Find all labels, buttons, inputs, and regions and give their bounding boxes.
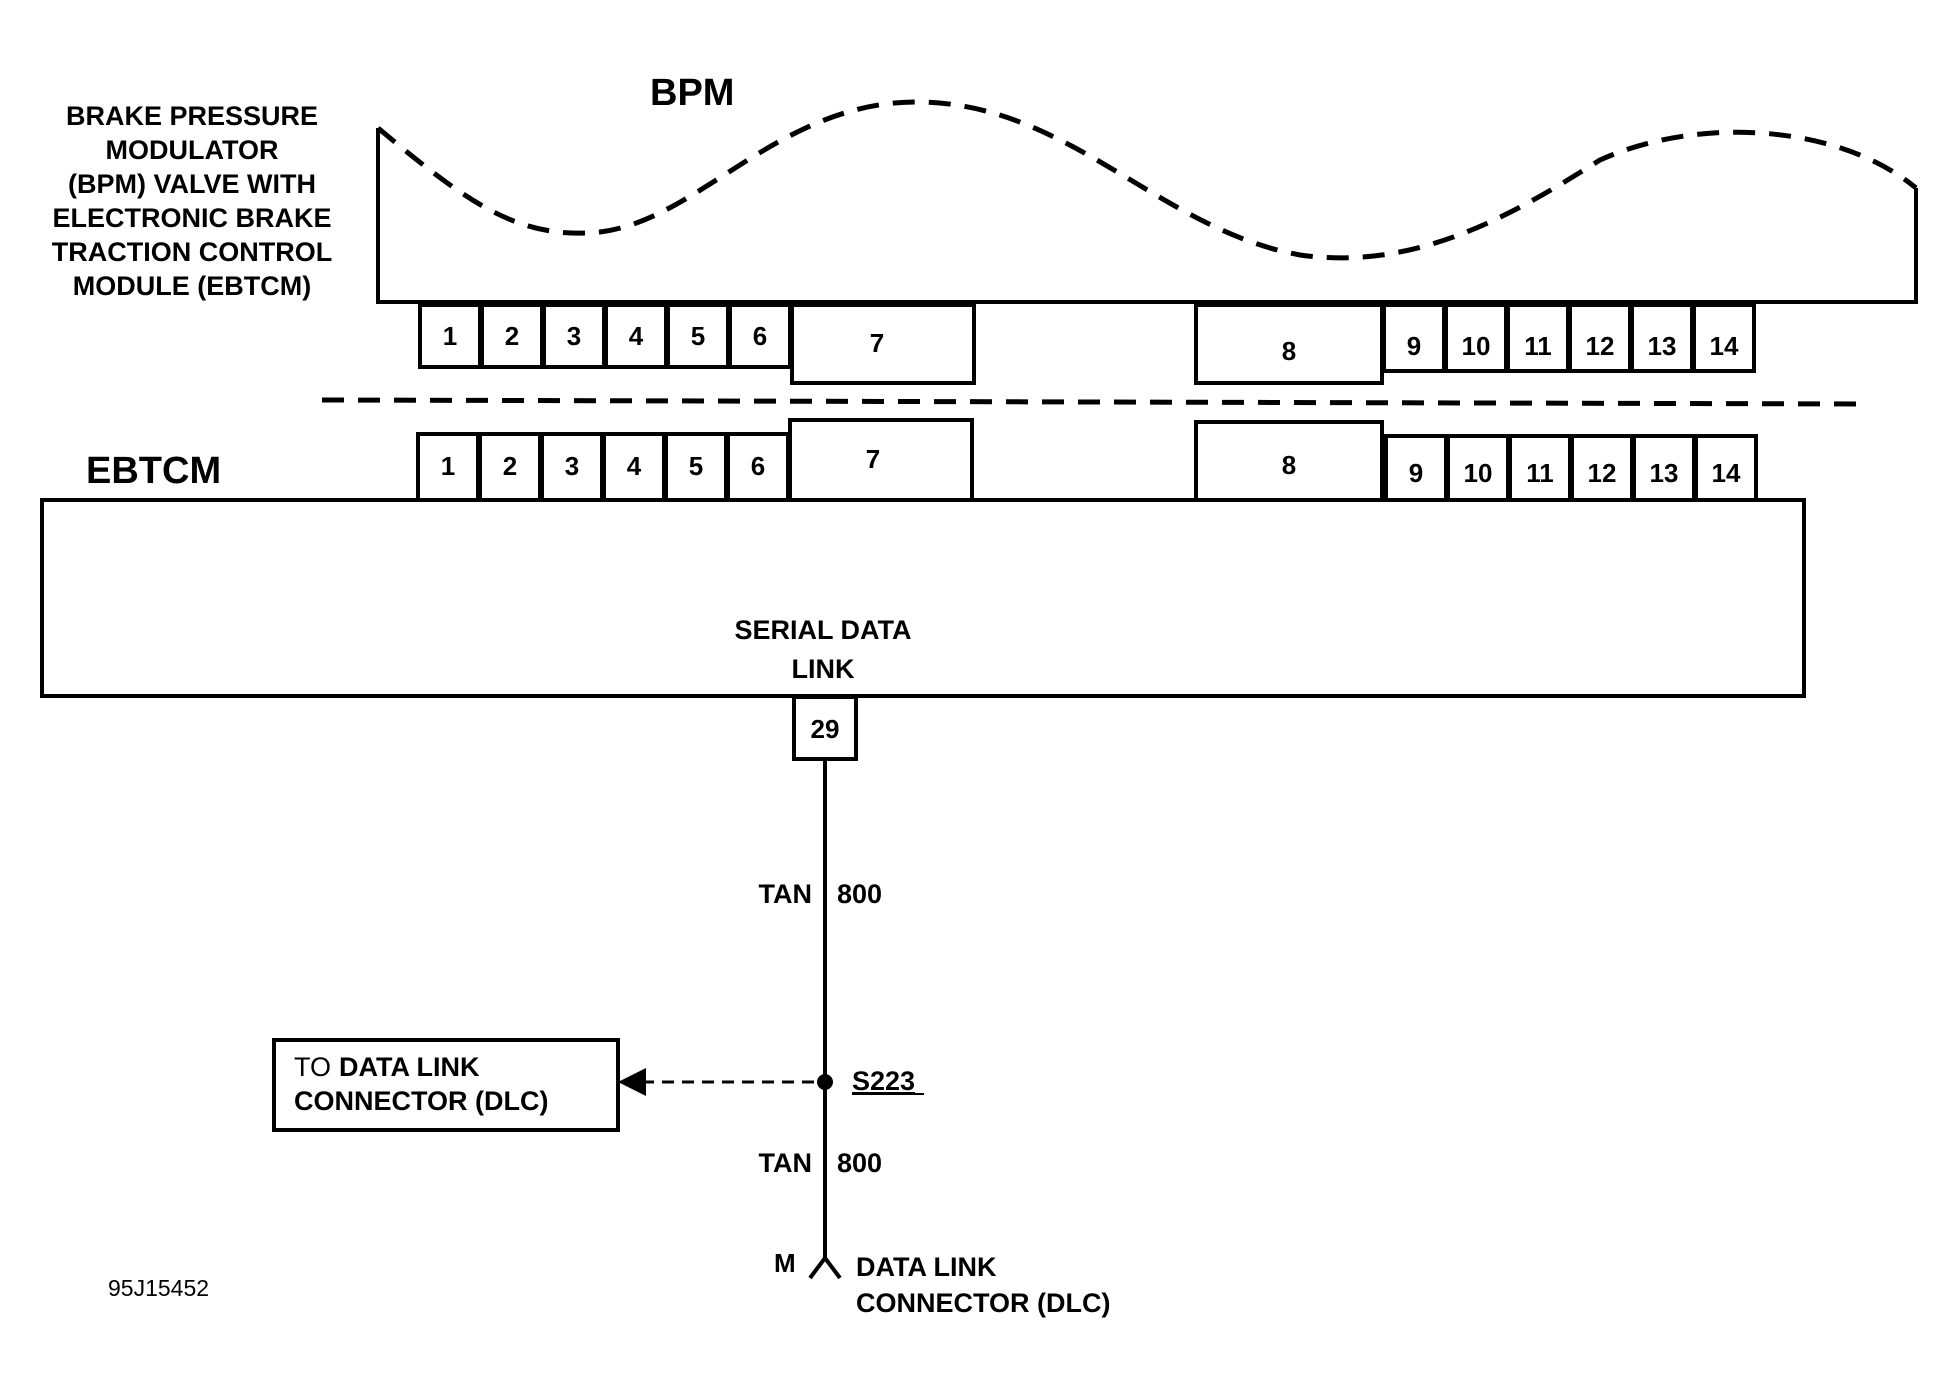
bpm-pin-box xyxy=(666,303,730,369)
bpm-description-line: MODULATOR xyxy=(106,135,279,165)
bpm-pin-label: 7 xyxy=(870,328,884,358)
bpm-pins xyxy=(418,303,1756,385)
bpm-pin-box xyxy=(1444,303,1508,373)
ebtcm-pin-label: 3 xyxy=(565,451,579,481)
wire-upper-circuit: 800 xyxy=(837,879,882,909)
bpm-pin-box xyxy=(542,303,606,369)
dlc-reference-line1-rest: DATA LINK xyxy=(339,1052,480,1082)
dlc-reference-box xyxy=(272,1038,620,1132)
bpm-body-outline xyxy=(376,128,1918,304)
ebtcm-pin-box xyxy=(1384,434,1448,504)
bpm-pin-box xyxy=(790,303,976,385)
bpm-pin-label: 3 xyxy=(567,321,581,351)
bpm-pin-label: 13 xyxy=(1648,331,1677,361)
bpm-pin-label: 4 xyxy=(629,321,644,351)
serial-pin-label: 29 xyxy=(811,714,840,744)
mating-separator-line xyxy=(321,397,1871,407)
ebtcm-pin-label: 8 xyxy=(1282,450,1296,480)
bpm-description-line: MODULE (EBTCM) xyxy=(73,271,311,301)
ebtcm-pin-box xyxy=(1694,434,1758,504)
connector-label-line1: DATA LINK xyxy=(856,1252,997,1282)
bpm-description-line: (BPM) VALVE WITH xyxy=(68,169,316,199)
dlc-connector: M DATA LINK CONNECTOR (DLC) xyxy=(774,1248,1110,1318)
connector-pin-label: M xyxy=(774,1248,796,1278)
bpm-description-line: TRACTION CONTROL xyxy=(52,237,332,267)
ebtcm-pin-label: 10 xyxy=(1464,458,1493,488)
ebtcm-pin-label: 5 xyxy=(689,451,703,481)
ebtcm-pin-box xyxy=(788,418,974,502)
dlc-reference-line1: TO DATA LINK xyxy=(294,1052,480,1082)
ebtcm-component: EBTCM 1 2 3 4 5 6 7 8 xyxy=(40,418,1806,761)
ebtcm-pin-label: 2 xyxy=(503,451,517,481)
ebtcm-pin-labels: 1 2 3 4 5 6 7 8 9 10 11 12 13 14 xyxy=(441,444,1741,488)
bpm-body-dashed-top xyxy=(376,99,1918,261)
serial-data-link-label-line1: SERIAL DATA xyxy=(734,615,911,645)
bpm-description: BRAKE PRESSURE MODULATOR (BPM) VALVE WIT… xyxy=(52,101,332,301)
ebtcm-pin-label: 6 xyxy=(751,451,765,481)
ebtcm-pin-box xyxy=(1194,420,1384,502)
ebtcm-pin-label: 7 xyxy=(866,444,880,474)
bpm-pin-label: 6 xyxy=(753,321,767,351)
ebtcm-body xyxy=(40,498,1806,698)
arrow-left-icon xyxy=(618,1068,646,1096)
bpm-description-line: BRAKE PRESSURE xyxy=(66,101,318,131)
bpm-pin-label: 11 xyxy=(1524,331,1552,361)
bpm-pin-label: 14 xyxy=(1710,331,1739,361)
bpm-pin-label: 9 xyxy=(1407,331,1421,361)
ebtcm-pin-label: 4 xyxy=(627,451,642,481)
splice-dot xyxy=(817,1074,833,1090)
figure-id: 95J15452 xyxy=(108,1275,209,1301)
bpm-description-line: ELECTRONIC BRAKE xyxy=(52,203,331,233)
wire-lower-color: TAN xyxy=(759,1148,813,1178)
circuit-800-wire: TAN 800 S223 TAN 800 xyxy=(759,759,924,1258)
ebtcm-pin-label: 14 xyxy=(1712,458,1741,488)
ebtcm-pin-box xyxy=(602,432,666,502)
connector-label-line2: CONNECTOR (DLC) xyxy=(856,1288,1110,1318)
bpm-pin-label: 1 xyxy=(443,321,457,351)
dlc-reference-prefix: TO xyxy=(294,1052,331,1082)
serial-pin-box xyxy=(792,695,858,761)
bpm-pin-label: 2 xyxy=(505,321,519,351)
bpm-pin-box xyxy=(1194,303,1384,385)
ebtcm-pin-label: 11 xyxy=(1526,458,1554,488)
splice-label: S223 xyxy=(852,1066,915,1096)
ebtcm-title: EBTCM xyxy=(86,450,221,492)
ebtcm-pins xyxy=(416,418,1758,504)
bpm-pin-box xyxy=(1382,303,1446,373)
bpm-pin-box xyxy=(1568,303,1632,373)
ebtcm-pin-label: 1 xyxy=(441,451,455,481)
bpm-pin-box xyxy=(418,303,482,369)
bpm-pin-labels: 1 2 3 4 5 6 7 8 9 10 11 12 13 14 xyxy=(443,321,1739,366)
bpm-title: BPM xyxy=(650,72,734,114)
bpm-pin-label: 12 xyxy=(1586,331,1615,361)
dlc-branch: TO DATA LINK CONNECTOR (DLC) xyxy=(272,1038,817,1132)
bpm-component: BPM BRAKE PRESSURE MODULATOR (BPM) VALVE… xyxy=(52,72,1918,385)
bpm-pin-box xyxy=(1692,303,1756,373)
dlc-reference-line2: CONNECTOR (DLC) xyxy=(294,1086,548,1116)
bpm-pin-box xyxy=(480,303,544,369)
ebtcm-pin-label: 13 xyxy=(1650,458,1679,488)
wire-lower-circuit: 800 xyxy=(837,1148,882,1178)
connector-terminal-icon xyxy=(808,1254,842,1280)
bpm-pin-label: 10 xyxy=(1462,331,1491,361)
wire-upper-color: TAN xyxy=(759,879,813,909)
serial-data-link-label: SERIAL DATA LINK xyxy=(734,615,911,684)
bpm-pin-label: 5 xyxy=(691,321,705,351)
bpm-pin-label: 8 xyxy=(1282,336,1296,366)
ebtcm-pin-label: 9 xyxy=(1409,458,1423,488)
ebtcm-pin-label: 12 xyxy=(1588,458,1617,488)
ebtcm-pin-box xyxy=(478,432,542,502)
serial-data-link-label-line2: LINK xyxy=(792,654,855,684)
